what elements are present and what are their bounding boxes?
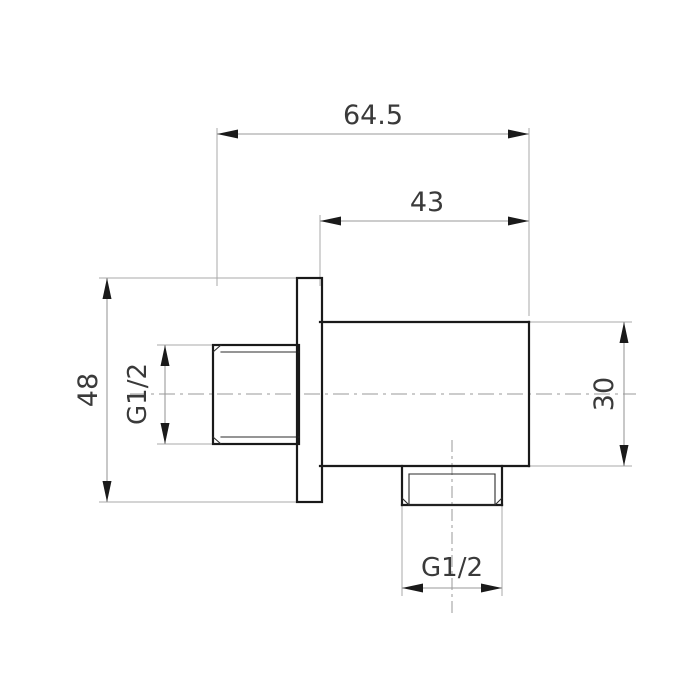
dimension-overall-length: 64.5 bbox=[217, 100, 529, 139]
arrow-bottom-30 bbox=[619, 445, 629, 466]
dimension-flange-height: 48 bbox=[73, 278, 112, 502]
arrow-bottom-48 bbox=[102, 481, 112, 502]
arrow-left-outlet-g12 bbox=[402, 583, 423, 593]
outlet-chamfer-left bbox=[401, 497, 410, 506]
dim-label-overall-length: 64.5 bbox=[343, 100, 403, 131]
inlet-chamfer-bottom bbox=[212, 436, 222, 445]
outlet-thread-boss bbox=[400, 464, 504, 507]
outlet-chamfer-right bbox=[494, 497, 503, 506]
arrow-left-64-5 bbox=[217, 129, 238, 139]
arrow-right-outlet-g12 bbox=[481, 583, 502, 593]
dimension-body-length: 43 bbox=[320, 187, 529, 226]
inlet-thread-stub bbox=[211, 343, 301, 446]
center-lines bbox=[130, 393, 636, 616]
extension-lines bbox=[99, 128, 632, 596]
main-body-block bbox=[318, 320, 531, 468]
dim-label-body-height: 30 bbox=[589, 377, 620, 411]
arrow-top-30 bbox=[619, 322, 629, 343]
dim-label-body-length: 43 bbox=[410, 187, 444, 218]
dimension-inlet-thread: G1/2 bbox=[123, 345, 170, 444]
arrow-right-64-5 bbox=[508, 129, 529, 139]
arrow-top-inlet-g12 bbox=[160, 345, 170, 366]
arrow-left-43 bbox=[320, 216, 341, 226]
dimension-outlet-thread: G1/2 bbox=[402, 553, 502, 593]
inlet-chamfer-top bbox=[212, 344, 222, 353]
dim-label-inlet-thread: G1/2 bbox=[123, 363, 153, 425]
arrow-bottom-inlet-g12 bbox=[160, 423, 170, 444]
dim-label-flange-height: 48 bbox=[73, 373, 104, 407]
wall-flange-plate bbox=[295, 276, 324, 504]
dim-label-outlet-thread: G1/2 bbox=[421, 553, 483, 583]
arrow-right-43 bbox=[508, 216, 529, 226]
dimension-body-height: 30 bbox=[589, 322, 629, 466]
inlet-stub-body bbox=[211, 343, 301, 446]
part-outline bbox=[211, 276, 531, 507]
arrow-top-48 bbox=[102, 278, 112, 299]
